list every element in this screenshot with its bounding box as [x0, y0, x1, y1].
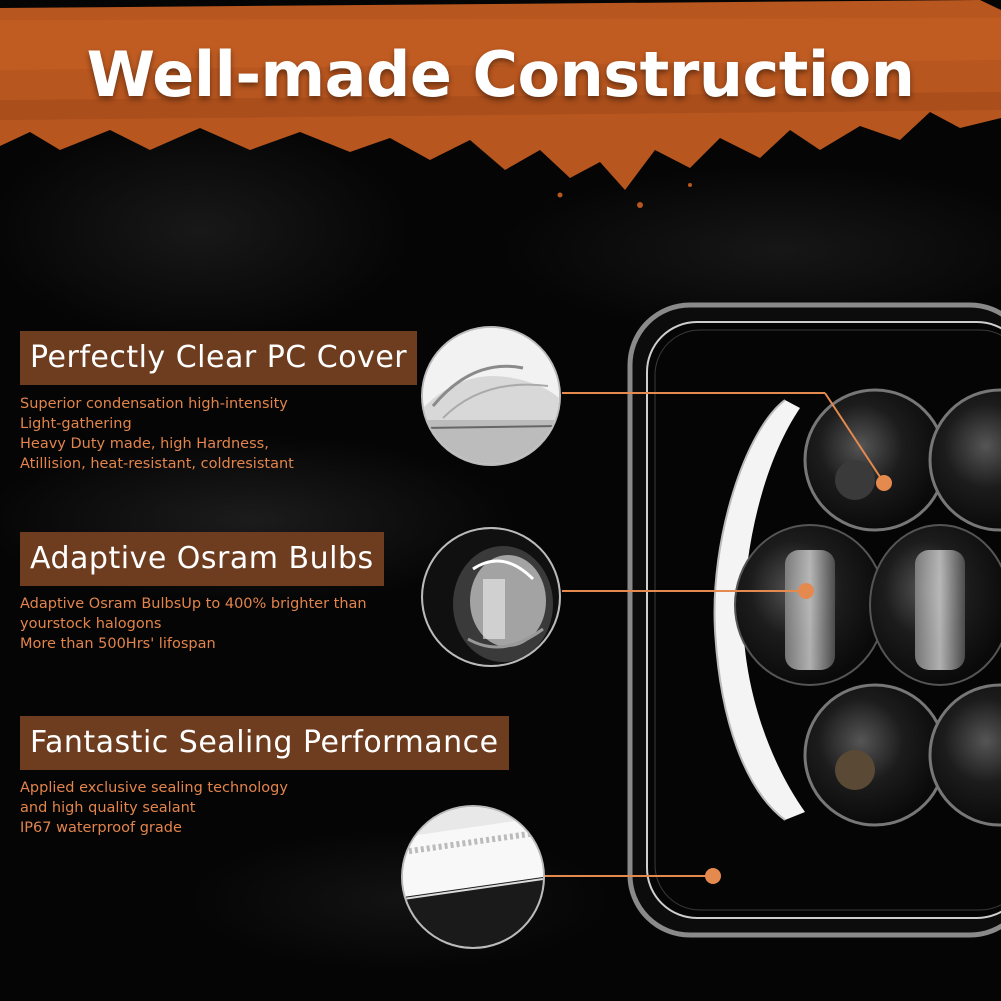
feature-heading-sealing: Fantastic Sealing Performance — [20, 716, 509, 770]
pc-cover-thumbnail — [421, 326, 561, 466]
feature-desc-bulbs: Adaptive Osram BulbsUp to 400% brighter … — [20, 594, 420, 654]
callout-line-cover-diag — [824, 392, 885, 484]
page-title: Well-made Construction — [86, 38, 915, 111]
feature-line: yourstock halogons — [20, 616, 162, 632]
feature-heading-bulbs: Adaptive Osram Bulbs — [20, 532, 384, 586]
callout-dot-sealing — [705, 868, 721, 884]
feature-line: More than 500Hrs' lifospan — [20, 636, 216, 652]
feature-line: IP67 waterproof grade — [20, 820, 182, 836]
feature-line: Applied exclusive sealing technology — [20, 780, 288, 796]
headlight-image — [627, 302, 1001, 938]
feature-heading-cover: Perfectly Clear PC Cover — [20, 331, 418, 385]
title-banner — [0, 0, 1001, 208]
feature-line: Atillision, heat-resistant, coldresistan… — [20, 456, 294, 472]
sealing-thumbnail — [401, 805, 545, 949]
feature-line: Adaptive Osram BulbsUp to 400% brighter … — [20, 596, 367, 612]
osram-bulb-thumbnail — [421, 527, 561, 667]
feature-desc-sealing: Applied exclusive sealing technology and… — [20, 778, 420, 838]
callout-dot-cover — [876, 475, 892, 491]
feature-line: Light-gathering — [20, 416, 132, 432]
feature-line: Heavy Duty made, high Hardness, — [20, 436, 269, 452]
feature-desc-cover: Superior condensation high-intensity Lig… — [20, 394, 420, 474]
callout-dot-bulbs — [798, 583, 814, 599]
feature-line: Superior condensation high-intensity — [20, 396, 288, 412]
feature-line: and high quality sealant — [20, 800, 196, 816]
